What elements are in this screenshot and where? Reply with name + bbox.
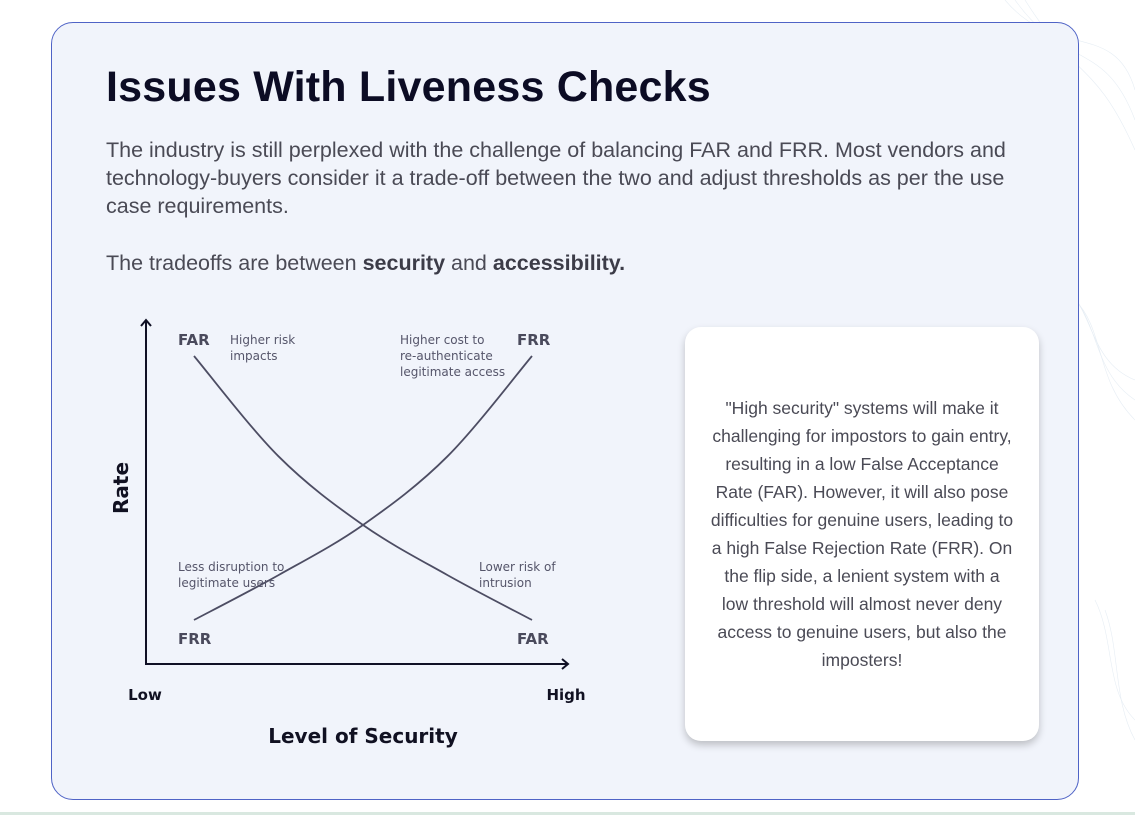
x-tick-high: High [546, 686, 585, 704]
tradeoff-security: security [362, 251, 446, 275]
page-title: Issues With Liveness Checks [106, 63, 711, 111]
frr-end-annotation-line-1: Higher cost to [400, 333, 484, 347]
frr-start-label: FRR [178, 630, 212, 648]
tradeoff-prefix: The tradeoffs are between [106, 251, 363, 275]
intro-paragraph: The industry is still perplexed with the… [106, 138, 1006, 218]
far-frr-tradeoff-chart: FAR FAR FRR FRR Higher risk impacts High… [109, 318, 586, 748]
frr-end-annotation-line-3: legitimate access [400, 365, 505, 379]
frr-start-annotation-line-2: legitimate users [178, 576, 275, 590]
far-start-label: FAR [178, 331, 210, 349]
page-bottom-divider [0, 812, 1135, 815]
frr-end-annotation: Higher cost to re-authenticate legitimat… [400, 333, 505, 379]
tradeoff-sentence: The tradeoffs are between security and a… [106, 249, 625, 277]
frr-end-label: FRR [517, 331, 551, 349]
x-tick-low: Low [128, 686, 162, 704]
far-curve [193, 355, 533, 621]
far-end-annotation-line-1: Lower risk of [479, 560, 556, 574]
x-axis-label: Level of Security [268, 724, 458, 748]
tradeoff-accessibility: accessibility. [492, 251, 626, 275]
explanation-text: "High security" systems will make it cha… [710, 398, 1014, 670]
frr-curve [193, 355, 533, 621]
frr-start-annotation-line-1: Less disruption to [178, 560, 284, 574]
explanation-box: "High security" systems will make it cha… [685, 327, 1039, 741]
far-end-label: FAR [517, 630, 549, 648]
frr-start-annotation: Less disruption to legitimate users [178, 560, 288, 590]
far-start-annotation: Higher risk impacts [230, 333, 299, 363]
far-end-annotation-line-2: intrusion [479, 576, 532, 590]
tradeoff-and: and [445, 251, 493, 275]
frr-end-annotation-line-2: re-authenticate [400, 349, 493, 363]
liveness-issues-card: Issues With Liveness Checks The industry… [51, 22, 1079, 800]
far-start-annotation-line-1: Higher risk [230, 333, 295, 347]
far-end-annotation: Lower risk of intrusion [479, 560, 559, 590]
y-axis-label: Rate [109, 462, 133, 514]
far-start-annotation-line-2: impacts [230, 349, 278, 363]
